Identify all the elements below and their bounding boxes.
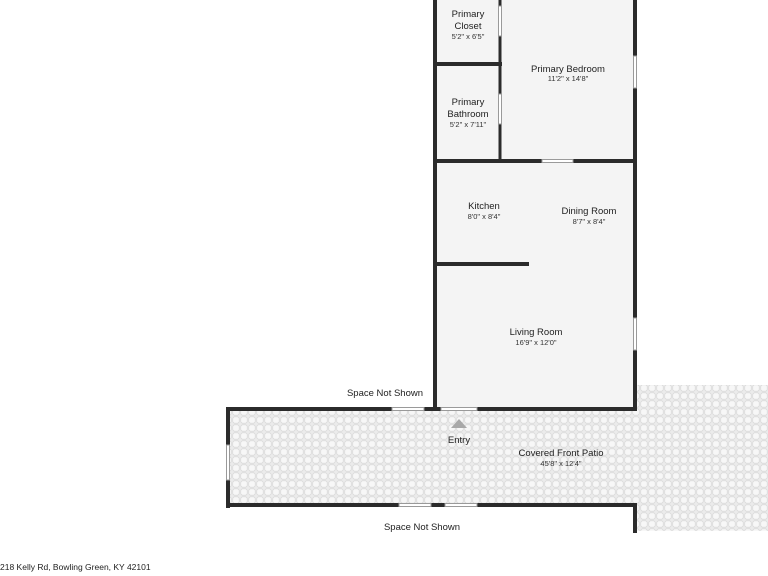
dining-room-dims: 8'7" x 8'4": [573, 217, 606, 226]
entry-arrow-icon: [451, 419, 467, 428]
interior-floor: [436, 0, 635, 409]
primary-bedroom-label: Primary Bedroom: [531, 64, 605, 75]
openings: [226, 5, 637, 507]
space-not-shown-top: Space Not Shown: [347, 388, 423, 399]
primary-bathroom-dims: 5'2" x 7'11": [450, 120, 487, 129]
dining-room-label: Dining Room: [562, 206, 617, 217]
kitchen-dims: 8'0" x 8'4": [468, 212, 501, 221]
primary-closet-label-1: Primary: [452, 9, 485, 20]
primary-bathroom-label-1: Primary: [452, 97, 485, 108]
address-text: 218 Kelly Rd, Bowling Green, KY 42101: [0, 562, 151, 572]
patio-floor: [230, 385, 768, 531]
space-not-shown-bottom: Space Not Shown: [384, 522, 460, 533]
primary-closet-label-2: Closet: [455, 21, 482, 32]
patio-dims: 45'8" x 12'4": [540, 459, 581, 468]
walls: [226, 0, 637, 533]
patio-label: Covered Front Patio: [518, 448, 603, 459]
kitchen-label: Kitchen: [468, 201, 500, 212]
living-room-dims: 16'9" x 12'0": [515, 338, 556, 347]
living-room-label: Living Room: [510, 327, 563, 338]
primary-bedroom-dims: 11'2" x 14'8": [548, 74, 589, 83]
primary-bathroom-label-2: Bathroom: [447, 109, 488, 120]
entry-label: Entry: [448, 435, 470, 446]
primary-closet-dims: 5'2" x 6'5": [452, 32, 485, 41]
